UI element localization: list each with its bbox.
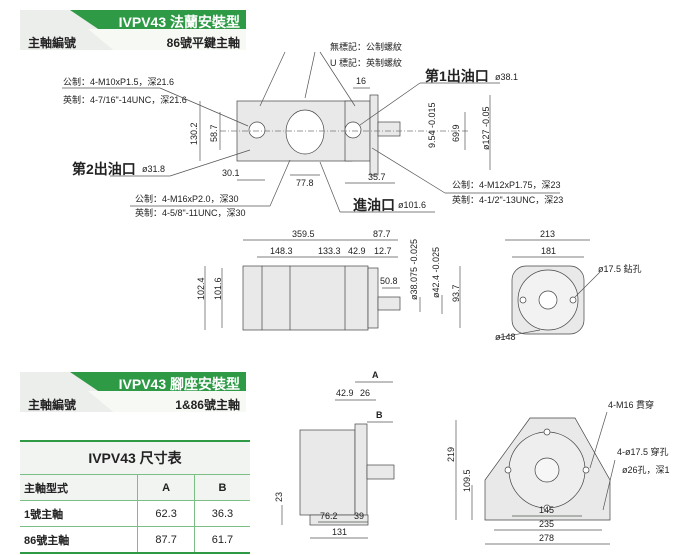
thread-note: 英制：4-1/2"-13UNC，深23	[452, 195, 564, 205]
foot-side-view	[299, 423, 395, 526]
hole-note: ø17.5 鉆孔	[598, 264, 642, 274]
dim: 145	[539, 505, 555, 515]
cell: 61.7	[193, 526, 250, 554]
hole-note: 4-ø17.5 穿孔	[617, 447, 669, 457]
table-row: 1號主軸 62.3 36.3	[20, 500, 250, 527]
shaft-label: 主軸編號	[28, 36, 77, 50]
header-cell: B	[193, 474, 250, 501]
header-cell: A	[137, 474, 195, 501]
dimension-lines	[199, 87, 491, 184]
dim: 219	[446, 446, 456, 462]
cell: 62.3	[137, 500, 195, 527]
dim-B: B	[376, 410, 383, 420]
inlet-label: 進油口	[353, 197, 395, 213]
foot-header: IVPV43 腳座安裝型 主軸編號 1&86號主軸	[20, 372, 246, 412]
dim: 77.8	[296, 178, 314, 188]
flange-title: IVPV43 法蘭安裝型	[118, 14, 240, 30]
dim: 130.2	[189, 122, 199, 145]
thread-note: 4-M16 貫穿	[608, 400, 655, 410]
shaft-value: 86號平鍵主軸	[166, 36, 240, 50]
dim: 16	[356, 76, 367, 86]
dim: ø127 -0.05	[481, 106, 491, 150]
table-row: 86號主軸 87.7 61.7	[20, 526, 250, 554]
flange-top-view	[236, 94, 401, 176]
thread-note: 公制：4-M10xP1.5，深21.6	[63, 77, 175, 87]
dim: 93.7	[451, 284, 461, 302]
dim: 131	[332, 527, 348, 537]
dim: 278	[539, 533, 555, 543]
dim: 23	[274, 491, 284, 502]
dim: 76.2	[320, 511, 338, 521]
dim-A: A	[372, 370, 379, 380]
outlet2-label: 第2出油口	[72, 161, 136, 177]
cell: 36.3	[193, 500, 250, 527]
flange-header: IVPV43 法蘭安裝型 主軸編號 86號平鍵主軸	[20, 10, 246, 50]
counterbore-note: ø26孔，深1	[622, 465, 670, 475]
pump-side-view	[242, 265, 401, 331]
dim: 42.9	[336, 388, 354, 398]
legend-u: U 標記：英制螺紋	[330, 58, 403, 68]
header-cell: 主軸型式	[20, 474, 138, 501]
dim: 133.3	[318, 246, 341, 256]
dim: 26	[360, 388, 371, 398]
table-header-row: 主軸型式 A B	[20, 474, 250, 501]
cell: 1號主軸	[20, 500, 138, 527]
size-table: IVPV43 尺寸表 主軸型式 A B 1號主軸 62.3 36.3 86號主軸…	[20, 440, 250, 554]
dim: 87.7	[373, 229, 391, 239]
outlet1-dia: ø38.1	[495, 72, 519, 82]
outlet2-dia: ø31.8	[142, 164, 166, 174]
leader-lines	[62, 51, 560, 213]
dim: 50.8	[380, 276, 398, 286]
dim: 359.5	[292, 229, 315, 239]
dim: 9.54 -0.015	[427, 102, 437, 148]
dim: 69.9	[451, 124, 461, 142]
dim: 235	[539, 519, 555, 529]
dim: 30.1	[222, 168, 240, 178]
dim: 148.3	[270, 246, 293, 256]
dim: 42.9	[348, 246, 366, 256]
dim: 39	[354, 511, 365, 521]
dim: 109.5	[462, 469, 472, 492]
thread-note: 英制：4-5/8"-11UNC，深30	[135, 208, 246, 218]
foot-title: IVPV43 腳座安裝型	[118, 376, 240, 392]
shaft-value: 1&86號主軸	[175, 398, 240, 412]
thread-note: 英制：4-7/16"-14UNC，深21.6	[63, 95, 187, 105]
thread-note: 公制：4-M12xP1.75，深23	[452, 180, 561, 190]
dim: 102.4	[196, 277, 206, 300]
dim: 12.7	[374, 246, 392, 256]
dim: ø148	[495, 332, 516, 342]
legend-metric: 無標記：公制螺紋	[330, 42, 403, 52]
dim: ø42.4 -0.025	[431, 246, 441, 298]
dim: 58.7	[209, 124, 219, 142]
pump-end-view	[511, 265, 585, 335]
thread-note: 公制：4-M16xP2.0，深30	[135, 194, 239, 204]
dim: 213	[540, 229, 556, 239]
dim: ø38.075 -0.025	[409, 238, 419, 300]
table-title: IVPV43 尺寸表	[20, 440, 250, 475]
dim: 35.7	[368, 172, 386, 182]
inlet-dia: ø101.6	[398, 200, 427, 210]
shaft-label: 主軸編號	[28, 398, 77, 412]
dim: 181	[541, 246, 557, 256]
dim: 101.6	[213, 277, 223, 300]
cell: 86號主軸	[20, 526, 138, 554]
cell: 87.7	[137, 526, 195, 554]
outlet1-label: 第1出油口	[425, 68, 489, 84]
foot-front-view	[484, 417, 611, 521]
